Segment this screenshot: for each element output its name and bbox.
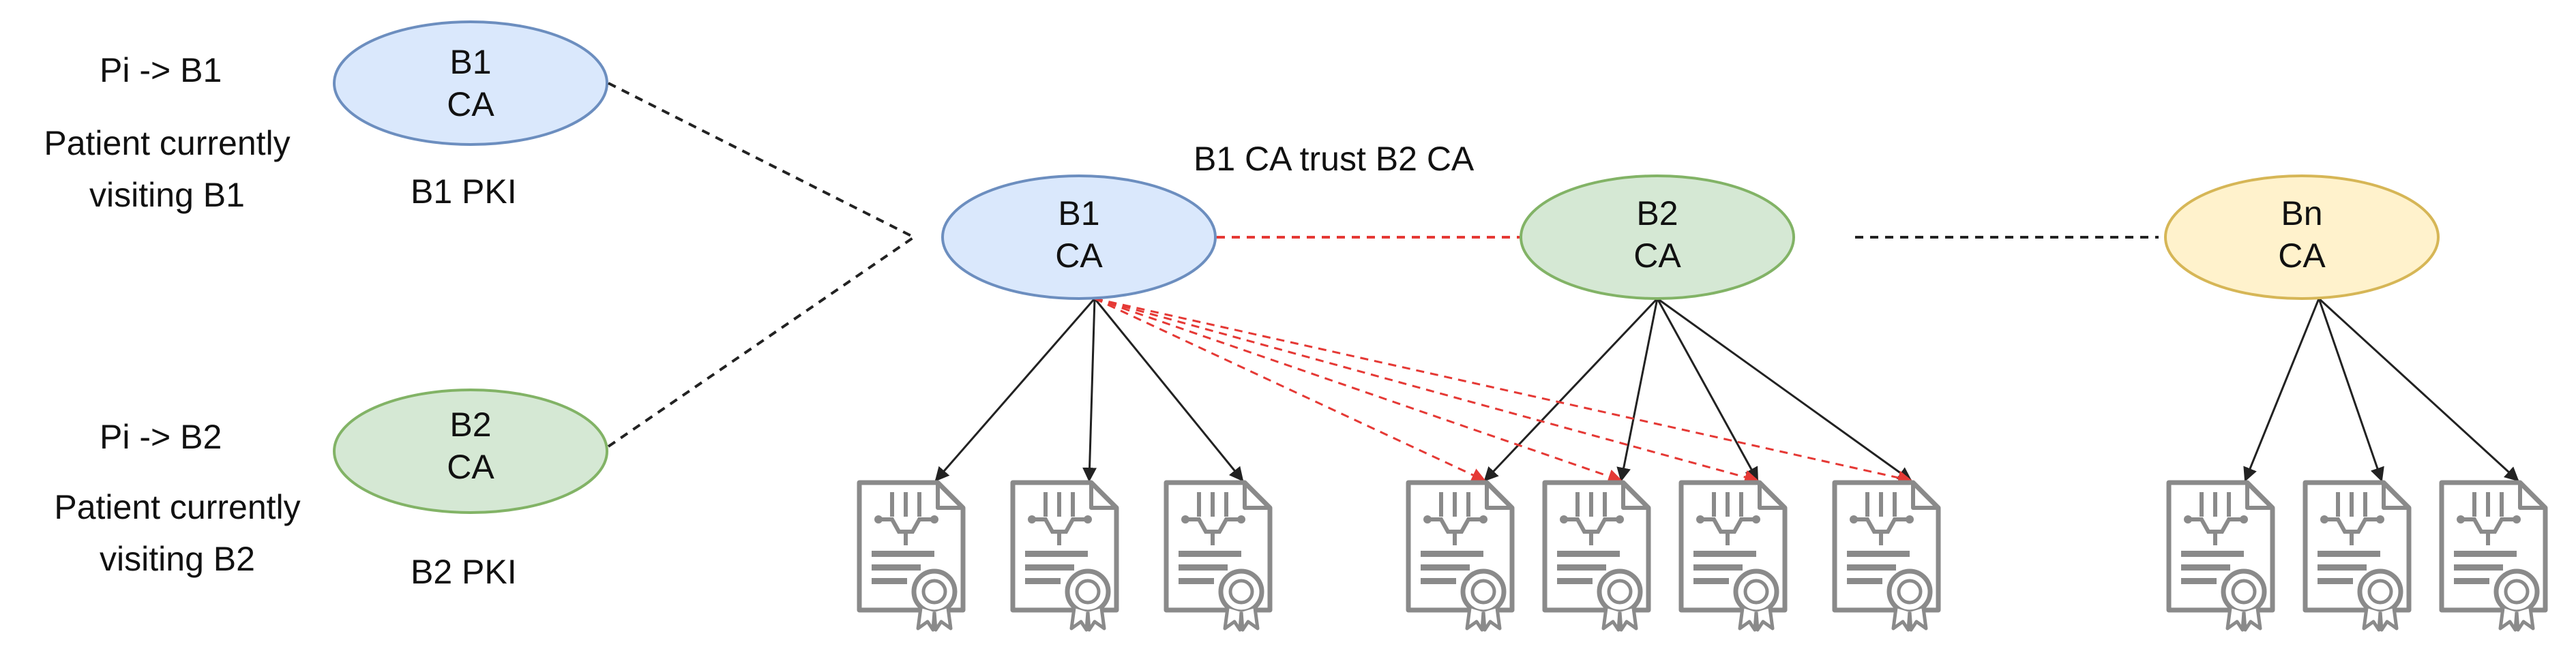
left-ca-b2: B2 CA xyxy=(333,389,608,514)
ca-b1: B1 CA xyxy=(941,174,1217,300)
issuance-edge xyxy=(1082,298,1097,483)
connector-b2pki xyxy=(607,236,915,448)
ca-b2: B2 CA xyxy=(1520,174,1795,300)
certificate-icon xyxy=(2305,483,2409,630)
certificate-icon xyxy=(1166,483,1270,630)
ca-bn-line2: CA xyxy=(2278,237,2326,275)
caption-b2: Patient currently visiting B2 xyxy=(31,481,324,585)
ca-bn: Bn CA xyxy=(2164,174,2440,300)
pki-label-b1: B1 PKI xyxy=(411,172,517,211)
ca-bn-line1: Bn xyxy=(2281,194,2322,232)
caption-b2-line1: Patient currently xyxy=(54,488,301,526)
certificate-icon xyxy=(2442,483,2545,630)
issuance-edges xyxy=(934,297,2519,483)
certificate-icon xyxy=(859,483,963,630)
mapping-b2: Pi -> B2 xyxy=(100,418,222,456)
issuance-edge xyxy=(1657,297,1912,482)
certificate-icon xyxy=(2169,483,2272,630)
trust-edge xyxy=(1094,297,1760,485)
left-ca-b1-line1: B1 xyxy=(449,43,491,81)
trust-edge xyxy=(1094,297,1486,482)
issuance-edge xyxy=(2318,297,2519,482)
connector-b1pki xyxy=(608,82,915,239)
left-ca-b1-line2: CA xyxy=(447,85,494,123)
caption-b2-line2: visiting B2 xyxy=(100,540,255,578)
trust-edge xyxy=(1094,297,1913,485)
caption-b1: Patient currently visiting B1 xyxy=(20,117,314,221)
certificate-icon xyxy=(1013,483,1116,630)
left-ca-b2-line2: CA xyxy=(447,448,494,486)
issuance-edge xyxy=(1616,298,1659,483)
issuance-edge xyxy=(2318,298,2384,482)
ca-b1-line2: CA xyxy=(1055,237,1103,275)
left-ca-b2-line1: B2 xyxy=(449,406,491,444)
mapping-b1: Pi -> B1 xyxy=(100,51,222,89)
certificate-icon xyxy=(1545,483,1648,630)
certificate-icon xyxy=(1681,483,1785,630)
trust-edge xyxy=(1094,297,1623,483)
certificates xyxy=(859,483,2545,630)
issuance-edge xyxy=(2243,298,2320,482)
pki-label-b2: B2 PKI xyxy=(411,553,517,591)
left-ca-b1: B1 CA xyxy=(333,20,608,146)
issuance-edge xyxy=(934,298,1096,482)
ca-b2-line1: B2 xyxy=(1636,194,1678,232)
trust-label: B1 CA trust B2 CA xyxy=(1194,140,1475,178)
ca-b1-line1: B1 xyxy=(1058,194,1099,232)
issuance-edge xyxy=(1093,298,1244,482)
caption-b1-line2: visiting B1 xyxy=(89,176,245,214)
trust-edges xyxy=(1094,297,1913,485)
issuance-edge xyxy=(1483,297,1659,482)
issuance-edge xyxy=(1656,298,1759,482)
caption-b1-line1: Patient currently xyxy=(44,124,291,162)
certificate-icon xyxy=(1835,483,1938,630)
certificate-icon xyxy=(1408,483,1512,630)
ca-b2-line2: CA xyxy=(1633,237,1681,275)
